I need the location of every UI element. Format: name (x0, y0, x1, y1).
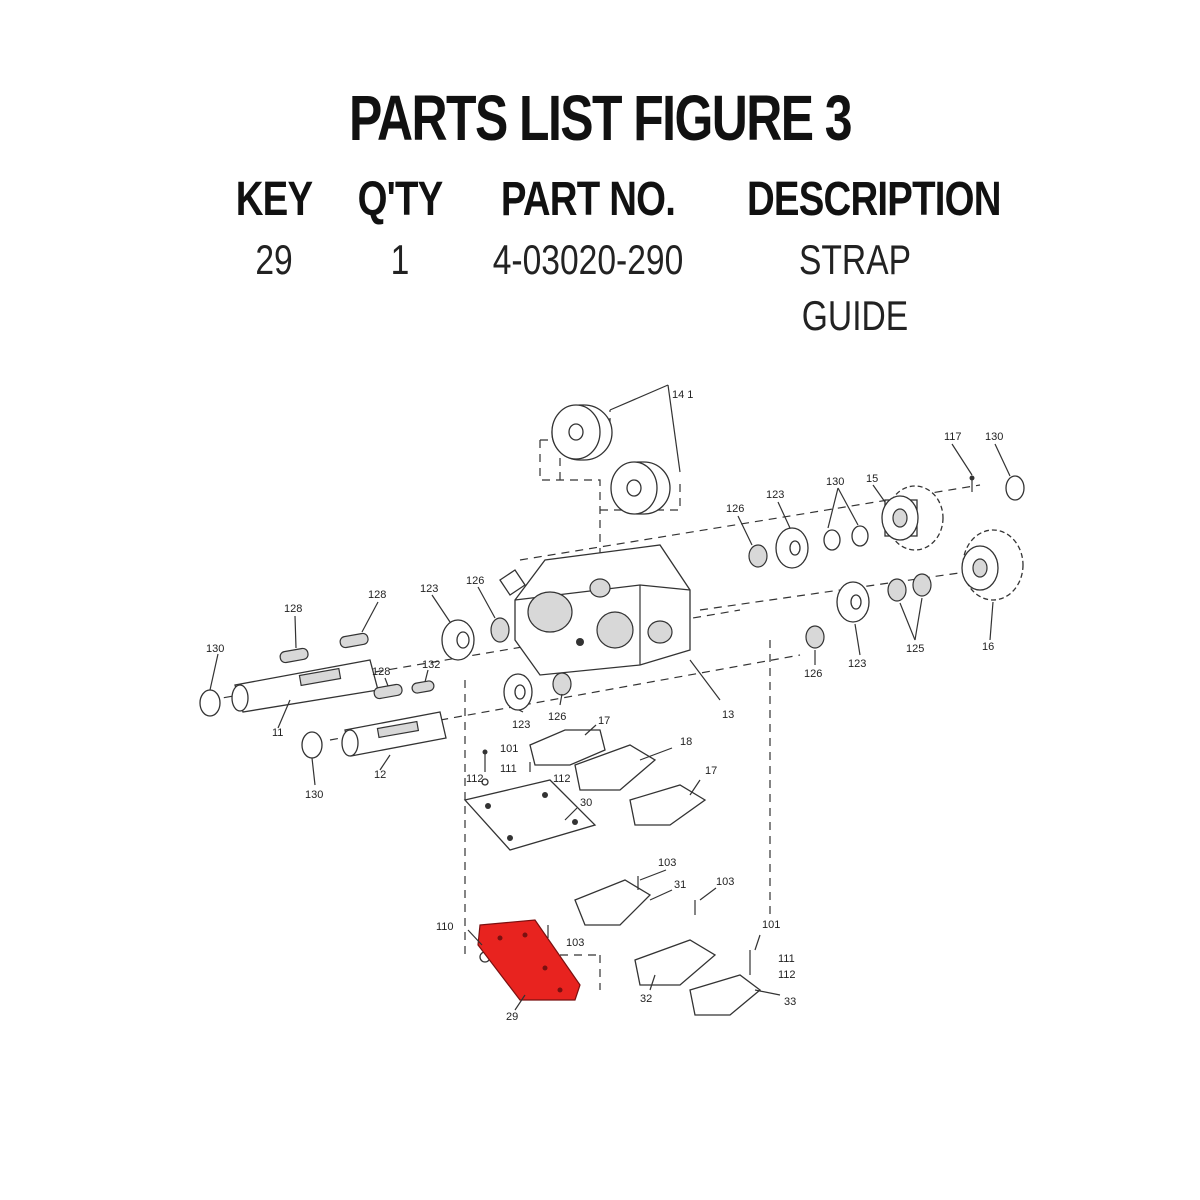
callout-112: 112 (778, 969, 796, 981)
value-qty: 1 (390, 236, 410, 283)
callout-17: 17 (705, 765, 717, 777)
callout-132: 132 (422, 659, 440, 671)
part-shaft-11 (231, 659, 379, 713)
value-description: STRAP GUIDE (798, 236, 912, 339)
callout-111: 111 (778, 953, 795, 965)
callout-123: 123 (766, 489, 784, 501)
callout-128: 128 (284, 603, 302, 615)
callout-111: 111 (500, 763, 517, 775)
callout-labels: 14 1 117 130 15 130 123 126 16 125 123 1… (206, 389, 1003, 1023)
callout-leader-lines (209, 443, 1011, 1011)
part-washers-bearings (199, 475, 1025, 759)
callout-117: 117 (944, 431, 962, 443)
part-roller-141 (551, 384, 681, 515)
callout-126: 126 (726, 503, 744, 515)
callout-30: 30 (580, 797, 592, 809)
header-part-no: PART NO. (500, 173, 676, 226)
part-gear-15 (881, 485, 944, 551)
callout-17: 17 (598, 715, 610, 727)
callout-123: 123 (512, 719, 530, 731)
header-key: KEY (235, 173, 313, 226)
callout-130: 130 (206, 643, 224, 655)
callout-33: 33 (784, 996, 796, 1008)
part-shaft-12 (341, 711, 447, 757)
callout-16: 16 (982, 641, 994, 653)
callout-103: 103 (658, 857, 676, 869)
callout-130: 130 (985, 431, 1003, 443)
callout-29: 29 (506, 1011, 518, 1023)
callout-141: 14 1 (672, 389, 693, 401)
callout-32: 32 (640, 993, 652, 1005)
part-gear-16 (961, 529, 1024, 601)
callout-130: 130 (826, 476, 844, 488)
callout-101: 101 (762, 919, 780, 931)
page-title: PARTS LIST FIGURE 3 (349, 82, 853, 154)
callout-126: 126 (466, 575, 484, 587)
part-keys-128-132 (279, 632, 435, 700)
callout-112: 112 (466, 773, 484, 785)
callout-15: 15 (866, 473, 878, 485)
callout-128: 128 (372, 666, 390, 678)
callout-31: 31 (674, 879, 686, 891)
callout-125: 125 (906, 643, 924, 655)
callout-18: 18 (680, 736, 692, 748)
part-plates (463, 729, 762, 1016)
callout-103: 103 (716, 876, 734, 888)
callout-123: 123 (848, 658, 866, 670)
header-description: DESCRIPTION (747, 173, 1001, 226)
callout-112: 112 (553, 773, 571, 785)
callout-12: 12 (374, 769, 386, 781)
value-key: 29 (255, 236, 293, 283)
callout-130: 130 (305, 789, 323, 801)
callout-103: 103 (566, 937, 584, 949)
part-strap-guide-29-highlighted (477, 919, 581, 1001)
callout-128: 128 (368, 589, 386, 601)
callout-126: 126 (548, 711, 566, 723)
header-qty: Q'TY (357, 173, 444, 226)
part-frame-13 (499, 544, 691, 676)
callout-126: 126 (804, 668, 822, 680)
callout-13: 13 (722, 709, 734, 721)
part-pin-117 (969, 475, 975, 492)
value-part-no: 4-03020-290 (492, 236, 684, 283)
callout-101: 101 (500, 743, 518, 755)
callout-123: 123 (420, 583, 438, 595)
callout-110: 110 (436, 921, 454, 933)
callout-11: 11 (272, 727, 283, 739)
